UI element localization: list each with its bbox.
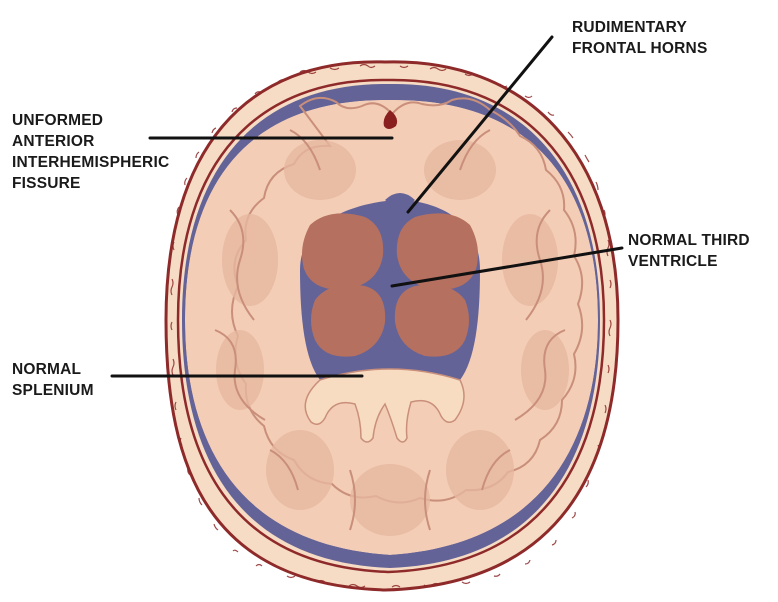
sulci-lines (214, 129, 566, 531)
label-line: ANTERIOR (12, 133, 95, 150)
label-line: RUDIMENTARY (572, 19, 687, 36)
skull-diploe-texture (170, 63, 612, 589)
deep-grey-nuclei (302, 213, 478, 357)
leader-line-frontal-horns (406, 35, 554, 214)
label-line: INTERHEMISPHERIC (12, 154, 170, 171)
label-line: VENTRICLE (628, 253, 718, 270)
label-line: FRONTAL HORNS (572, 40, 708, 57)
leader-lines (110, 35, 624, 378)
label-line: SPLENIUM (12, 382, 94, 399)
label-normal-third-ventricle: NORMAL THIRD VENTRICLE (628, 230, 750, 272)
label-rudimentary-frontal-horns: RUDIMENTARY FRONTAL HORNS (572, 17, 708, 59)
label-line: FISSURE (12, 175, 81, 192)
falx-remnant (383, 110, 398, 129)
cortex-outline (231, 96, 584, 504)
label-unformed-anterior-interhemispheric-fissure: UNFORMED ANTERIOR INTERHEMISPHERIC FISSU… (12, 110, 169, 194)
label-line: NORMAL (12, 361, 82, 378)
skull-inner-table (176, 78, 606, 574)
label-line: NORMAL THIRD (628, 232, 750, 249)
label-line: UNFORMED (12, 112, 104, 129)
rudimentary-frontal-horns (385, 193, 415, 214)
gyral-shading (216, 140, 569, 536)
corpus-callosum-splenium (304, 368, 465, 443)
label-normal-splenium: NORMAL SPLENIUM (12, 359, 94, 401)
leader-line-third-ventricle (390, 246, 624, 288)
